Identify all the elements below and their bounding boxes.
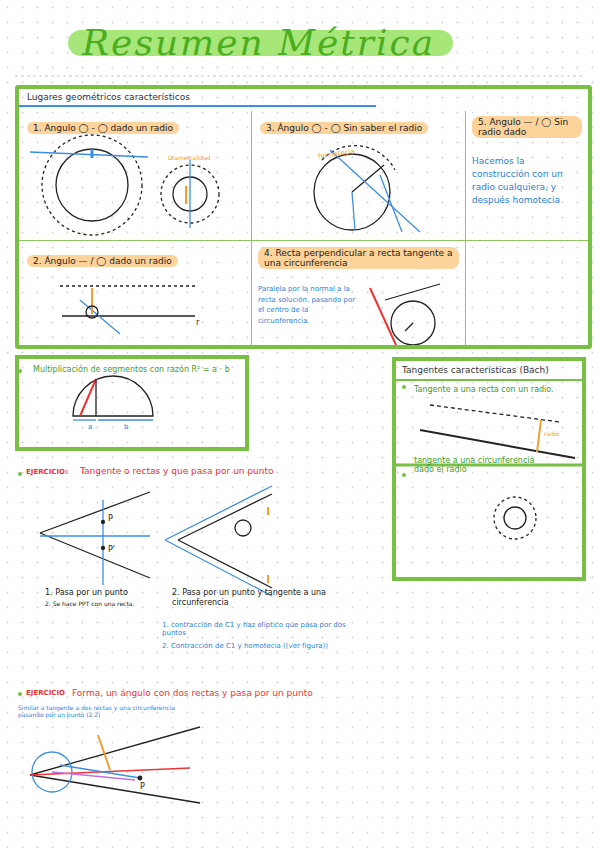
heading: 1. Angulo ◯ - ◯ dado un radio (27, 122, 179, 134)
note-label: Tangente o rectas y que pasa por un punt… (80, 466, 274, 477)
text-line: 4. Recta perpendicular a recta tangente … (258, 247, 459, 270)
text-line: 5. Angulo — / ◯ Sin radio dado (472, 116, 582, 139)
body-text: Tangente a una recta con un radio. (396, 381, 582, 394)
body-text: tangente a una circunferencia dado el ra… (396, 456, 550, 474)
cell-box: 2. Ángulo — / ◯ dado un radio (19, 241, 252, 345)
cell-box: Tangentes características (Bach)Tangente… (392, 357, 586, 581)
note-label: b (124, 423, 128, 431)
text-line: Hacemos la construcción con un radio cua… (472, 155, 582, 207)
note-label: 2. Contracción de C1 y homotecia ((ver f… (162, 642, 347, 650)
title: Resumen Métrica (82, 22, 435, 63)
heading: Lugares geométricos característicos (19, 89, 376, 107)
note-label: Similar a tangente a dos rectas y una ci… (18, 704, 193, 718)
heading: Multiplicación de segmentos con razón R²… (33, 365, 239, 374)
cell-box: 3. Ángulo ◯ - ◯ Sin saber el radio (252, 111, 466, 241)
exercise2-figure (30, 727, 200, 803)
section-box: Lugares geométricos característicos 1. An… (15, 85, 592, 349)
asterisks (18, 369, 406, 696)
note-label: r (196, 318, 199, 328)
text-line: 3. Ángulo ◯ - ◯ Sin saber el radio (260, 116, 457, 135)
heading: 5. Angulo — / ◯ Sin radio dado (472, 116, 582, 138)
cell1-figure (30, 135, 219, 235)
note-label: homotecia (318, 147, 356, 160)
note-label: 1. contracción de C1 y haz elíptico que … (162, 621, 347, 638)
text-line: 2. Ángulo — / ◯ dado un radio (27, 249, 243, 268)
cell-box: 4. Recta perpendicular a recta tangente … (252, 241, 466, 345)
text-line: 1. Angulo ◯ - ◯ dado un radio (27, 116, 243, 135)
text-line: Tangente a una recta con un radio. (396, 381, 582, 394)
divider (15, 76, 585, 77)
heading: Tangentes características (Bach) (396, 361, 582, 381)
note-label: EJERCICIO (26, 689, 65, 697)
body-text: Paralela por la normal a la recta soluci… (258, 284, 358, 326)
cell-box: 1. Angulo ◯ - ◯ dado un radio (19, 111, 252, 241)
text-line: Paralela por la normal a la recta soluci… (258, 284, 459, 326)
cell-box: 5. Angulo — / ◯ Sin radio dadoHacemos la… (466, 111, 588, 241)
note-label: Forma, un ángulo con dos rectas y pasa p… (72, 688, 313, 699)
note-label: 2. Pasa por un punto y tangente a una ci… (172, 588, 337, 607)
note-label: P (140, 782, 145, 792)
note-label: radio (544, 430, 559, 437)
cell-box: Multiplicación de segmentos con razón R²… (15, 355, 249, 451)
note-label: 2. Se hace PPT con una recta. (45, 600, 140, 607)
heading: 4. Recta perpendicular a recta tangente … (258, 247, 459, 269)
note-label: EJERCICIO: (26, 468, 68, 476)
note-label: a (88, 423, 92, 431)
exercise1-figure (40, 486, 272, 596)
note-label: P' (108, 545, 115, 555)
cell3-figure (314, 146, 420, 232)
semicircle-figure (73, 376, 153, 420)
text-line: Tangentes características (Bach) (396, 361, 582, 381)
body-text: Hacemos la construcción con un radio cua… (472, 155, 582, 207)
text-line: Multiplicación de segmentos con razón R²… (33, 365, 239, 374)
tangentes-figure (392, 405, 582, 539)
note-label: Diametralidad (168, 154, 211, 161)
cell2-figure (60, 286, 195, 334)
note-label: 1. Pasa por un punto (45, 588, 128, 598)
note-label: P (108, 514, 113, 524)
heading: 2. Ángulo — / ◯ dado un radio (27, 255, 178, 267)
heading: 3. Ángulo ◯ - ◯ Sin saber el radio (260, 122, 428, 134)
text-line: tangente a una circunferencia dado el ra… (396, 456, 582, 474)
cell4-figure (370, 284, 440, 345)
text-line: Lugares geométricos característicos (19, 89, 588, 107)
